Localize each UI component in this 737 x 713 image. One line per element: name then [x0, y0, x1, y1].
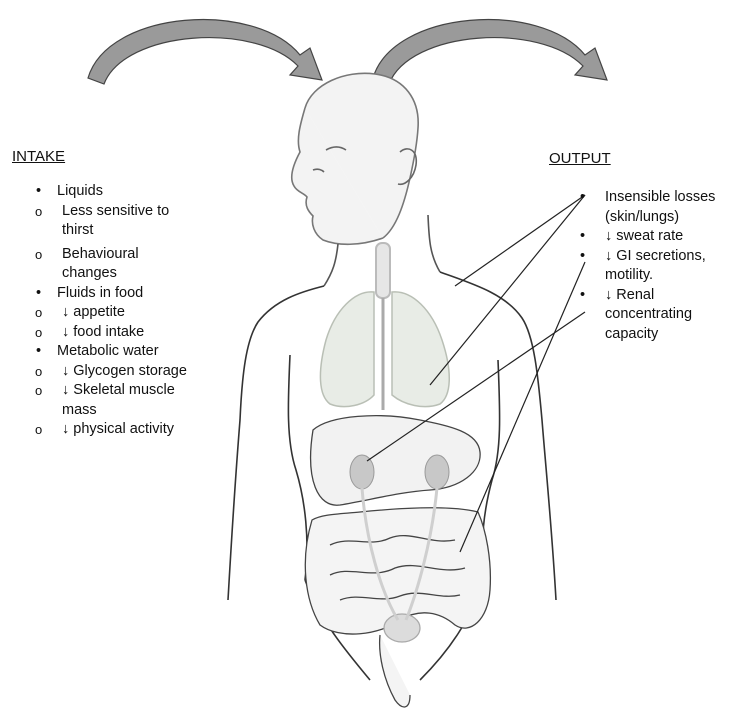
- intake-heading: INTAKE: [12, 148, 65, 165]
- circle-bullet-icon: o: [35, 245, 42, 265]
- circle-bullet-icon: o: [35, 303, 42, 323]
- abdomen-organs: [311, 416, 481, 506]
- list-item: •↓ Renal concentrating capacity: [578, 286, 737, 345]
- list-item: •Insensible losses (skin/lungs): [578, 188, 737, 227]
- list-item: •↓ sweat rate: [578, 227, 737, 247]
- pointer-line-gi: [460, 262, 585, 552]
- intestine-icon: [305, 508, 490, 707]
- list-item: o↓ food intake: [10, 323, 190, 343]
- circle-bullet-icon: o: [35, 420, 42, 440]
- pointer-line-lungs: [430, 195, 585, 385]
- list-item: o↓ Glycogen storage: [10, 362, 190, 382]
- bullet-icon: •: [580, 286, 585, 306]
- curved-arrow-icon: [373, 20, 607, 84]
- output-heading: OUTPUT: [549, 150, 611, 167]
- circle-bullet-icon: o: [35, 323, 42, 343]
- curved-arrow-icon: [88, 20, 322, 84]
- list-item: o↓ physical activity: [10, 420, 190, 440]
- list-item: •Liquids: [10, 182, 190, 202]
- bullet-icon: •: [580, 227, 585, 247]
- bullet-icon: •: [36, 284, 41, 304]
- circle-bullet-icon: o: [35, 381, 42, 401]
- list-item: •Fluids in food: [10, 284, 190, 304]
- pointer-line-skin: [455, 195, 585, 286]
- trachea: [376, 243, 390, 410]
- list-item: •↓ GI secretions, motility.: [578, 247, 737, 286]
- list-item: o↓ appetite: [10, 303, 190, 323]
- list-item: •Metabolic water: [10, 342, 190, 362]
- lungs-icon: [320, 292, 449, 407]
- bullet-icon: •: [580, 188, 585, 208]
- bullet-icon: •: [36, 342, 41, 362]
- circle-bullet-icon: o: [35, 362, 42, 382]
- bullet-icon: •: [580, 247, 585, 267]
- output-list: •Insensible losses (skin/lungs) •↓ sweat…: [578, 188, 737, 344]
- list-item: o↓ Skeletal muscle mass: [10, 381, 190, 420]
- bullet-icon: •: [36, 182, 41, 202]
- circle-bullet-icon: o: [35, 202, 42, 222]
